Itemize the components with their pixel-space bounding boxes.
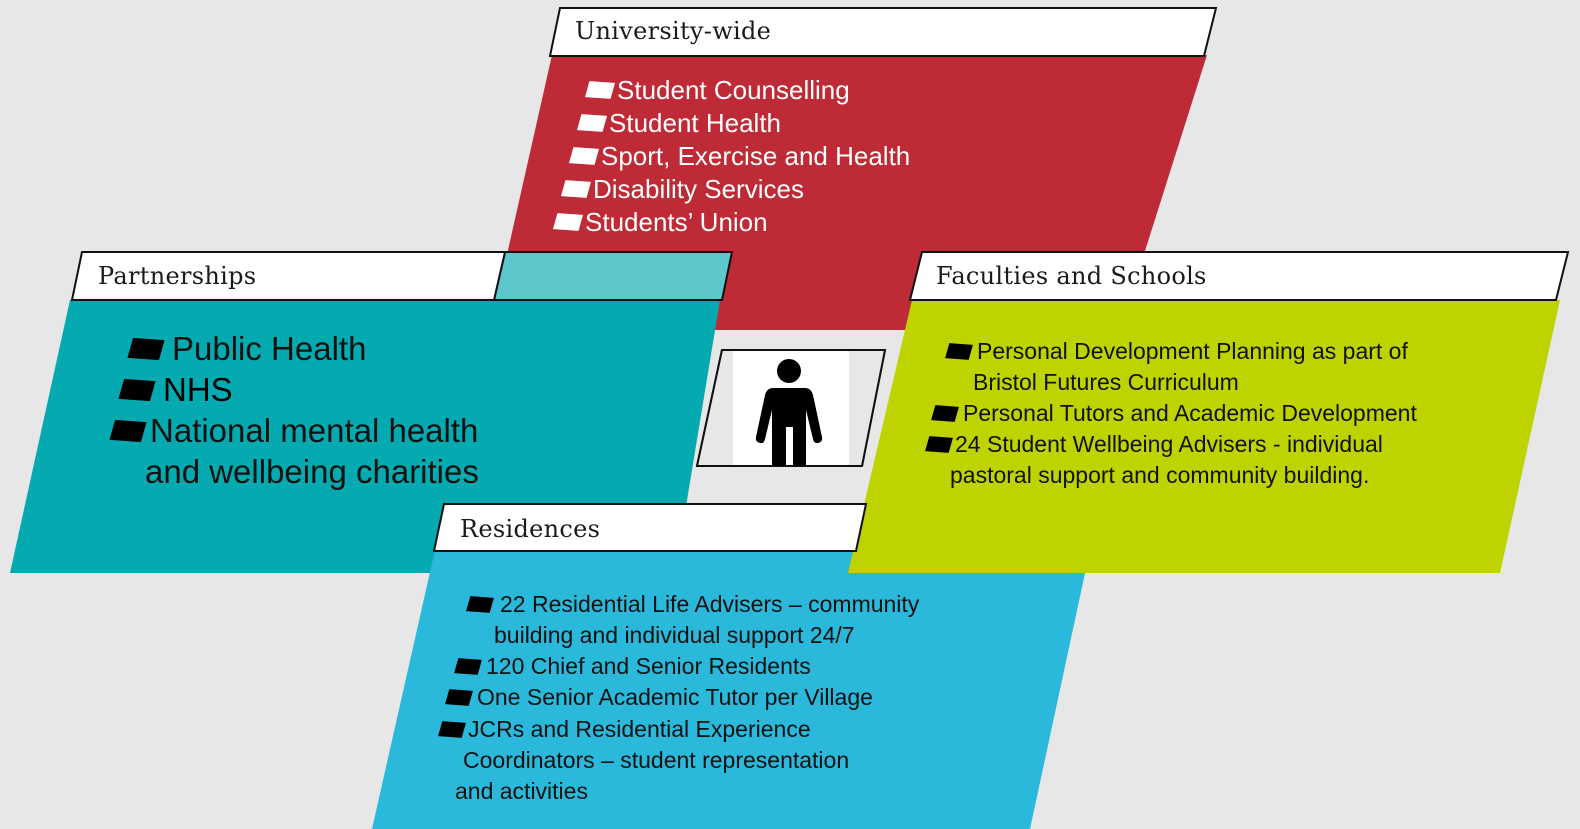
partnerships-header-box [70, 251, 507, 301]
list-item: Student Counselling [584, 73, 850, 106]
student-person-icon [755, 359, 823, 466]
list-item: 120 Chief and Senior Residents [454, 652, 811, 680]
partnerships-accent-box [492, 251, 734, 301]
list-item-continuation: Coordinators – student representation [463, 747, 850, 774]
bullet-icon [925, 436, 953, 454]
residences-header-box [432, 503, 868, 552]
bullet-icon [127, 338, 165, 361]
list-item-continuation: building and individual support 24/7 [494, 622, 855, 649]
bullet-icon [584, 81, 616, 100]
bullet-icon [552, 213, 584, 232]
list-item: Sport, Exercise and Health [568, 139, 910, 172]
bullet-icon [560, 180, 592, 199]
list-item-continuation: Bristol Futures Curriculum [973, 369, 1239, 396]
list-item: Student Health [576, 106, 781, 139]
bullet-icon [576, 114, 608, 133]
residences-panel [372, 550, 1090, 829]
list-item: National mental health [109, 410, 478, 450]
list-item: 22 Residential Life Advisers – community [466, 590, 919, 618]
bullet-icon [118, 379, 156, 402]
list-item: 24 Student Wellbeing Advisers - individu… [925, 430, 1383, 458]
list-item: JCRs and Residential Experience [438, 715, 811, 743]
faculties-panel [848, 300, 1560, 573]
list-item-continuation: and activities [455, 778, 588, 805]
list-item: NHS [118, 369, 233, 409]
list-item: One Senior Academic Tutor per Village [445, 683, 873, 711]
bullet-icon [931, 405, 959, 423]
bullet-icon [109, 420, 147, 443]
list-item-continuation: pastoral support and community building. [950, 462, 1370, 489]
faculties-header-box [908, 251, 1570, 301]
bullet-icon [466, 596, 494, 614]
bullet-icon [945, 343, 973, 361]
list-item: Personal Tutors and Academic Development [931, 399, 1417, 427]
list-item-continuation: and wellbeing charities [145, 453, 479, 491]
university-header-box [548, 7, 1218, 57]
list-item: Disability Services [560, 172, 804, 205]
bullet-icon [445, 689, 473, 707]
bullet-icon [454, 658, 482, 676]
faculties-header: Faculties and Schools [936, 262, 1207, 290]
bullet-icon [568, 147, 600, 166]
residences-header: Residences [460, 515, 601, 543]
partnerships-header: Partnerships [98, 262, 257, 290]
list-item: Students’ Union [552, 205, 768, 238]
university-header: University-wide [575, 17, 772, 45]
list-item: Public Health [127, 328, 366, 368]
list-item: Personal Development Planning as part of [945, 337, 1408, 365]
bullet-icon [438, 721, 466, 739]
